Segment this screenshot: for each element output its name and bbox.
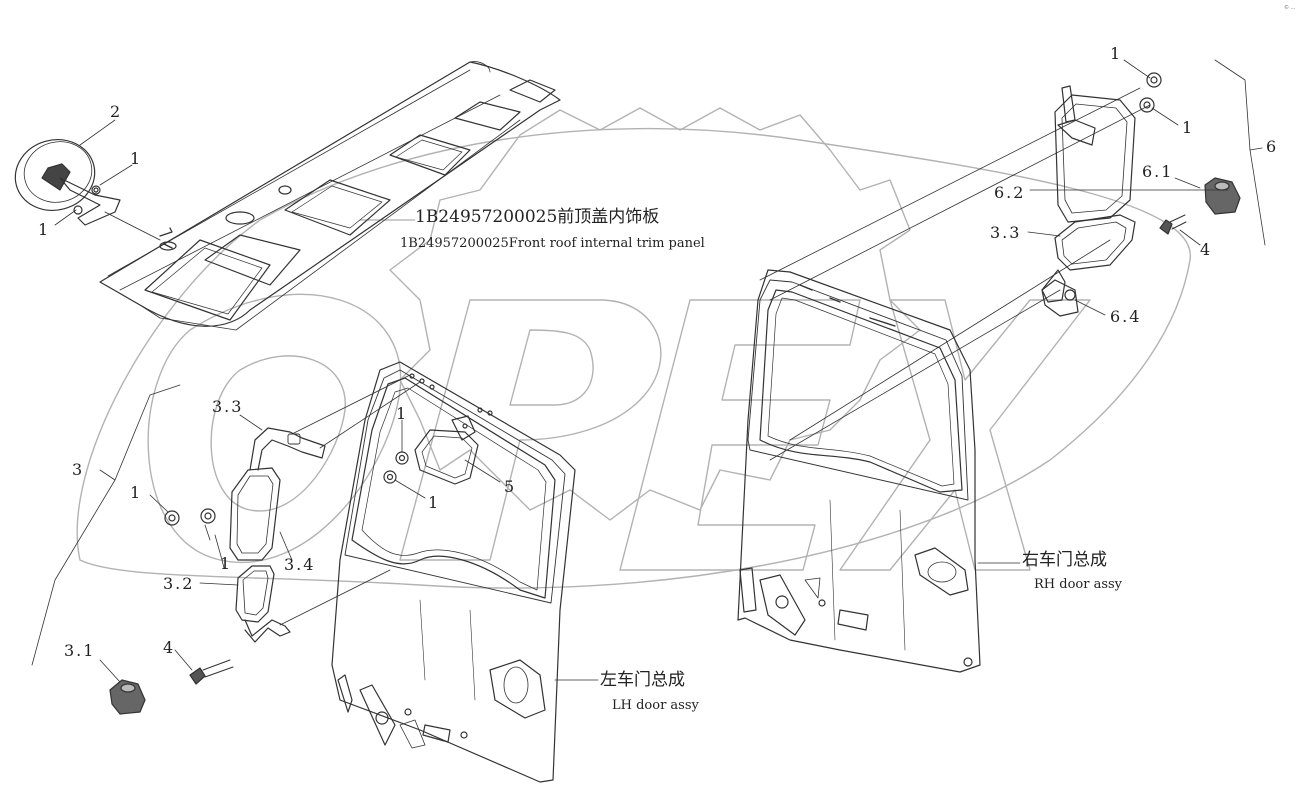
- callout-3-4: 3.4: [284, 555, 316, 574]
- roof-trim-panel: [99, 61, 561, 331]
- callout-6-2: 6.2: [994, 183, 1026, 202]
- callout-3-2: 3.2: [163, 574, 195, 593]
- lh-door: [331, 361, 576, 783]
- roof-panel-label-cn: 1B24957200025前顶盖内饰板: [415, 207, 660, 227]
- callout-3-3: 3.3: [212, 397, 244, 416]
- rh-exterior-mirror: [1041, 72, 1241, 317]
- callout-4: 4: [1200, 240, 1213, 259]
- lh-door-label-cn: 左车门总成: [600, 670, 685, 690]
- rh-door-label-cn: 右车门总成: [1022, 550, 1107, 570]
- lh-exterior-mirror: [109, 427, 326, 715]
- callout-4: 4: [163, 638, 176, 657]
- callout-3-3: 3.3: [990, 223, 1022, 242]
- callout-5: 5: [504, 477, 517, 496]
- callout-6: 6: [1266, 137, 1279, 156]
- callout-1: 1: [130, 149, 143, 168]
- callout-1: 1: [38, 220, 51, 239]
- lh-door-small-mirror: [414, 407, 493, 485]
- corner-mark: © ...: [1284, 5, 1296, 11]
- rh-door: [737, 269, 981, 673]
- watermark-opex: [76, 107, 1191, 589]
- callout-3-1: 3.1: [64, 641, 96, 660]
- rh-door-label-en: RH door assy: [1034, 577, 1123, 592]
- callout-1: 1: [220, 554, 233, 573]
- callout-2: 2: [110, 102, 123, 121]
- lh-door-nuts: [383, 451, 409, 484]
- callout-6-4: 6.4: [1110, 307, 1142, 326]
- callout-6-1: 6.1: [1142, 162, 1174, 181]
- roof-panel-label-en: 1B24957200025Front roof internal trim pa…: [400, 236, 705, 251]
- lh-door-label-en: LH door assy: [612, 698, 699, 713]
- callout-1: 1: [130, 483, 143, 502]
- roof-nuts: [93, 187, 99, 193]
- callout-1: 1: [428, 493, 441, 512]
- callout-1: 1: [396, 404, 409, 423]
- callout-1: 1: [1182, 118, 1195, 137]
- callout-3: 3: [72, 460, 85, 479]
- callout-1: 1: [1110, 44, 1123, 63]
- interior-mirror: [14, 139, 173, 249]
- leader-lines: [31, 59, 1266, 683]
- lh-mirror-nuts: [164, 508, 216, 526]
